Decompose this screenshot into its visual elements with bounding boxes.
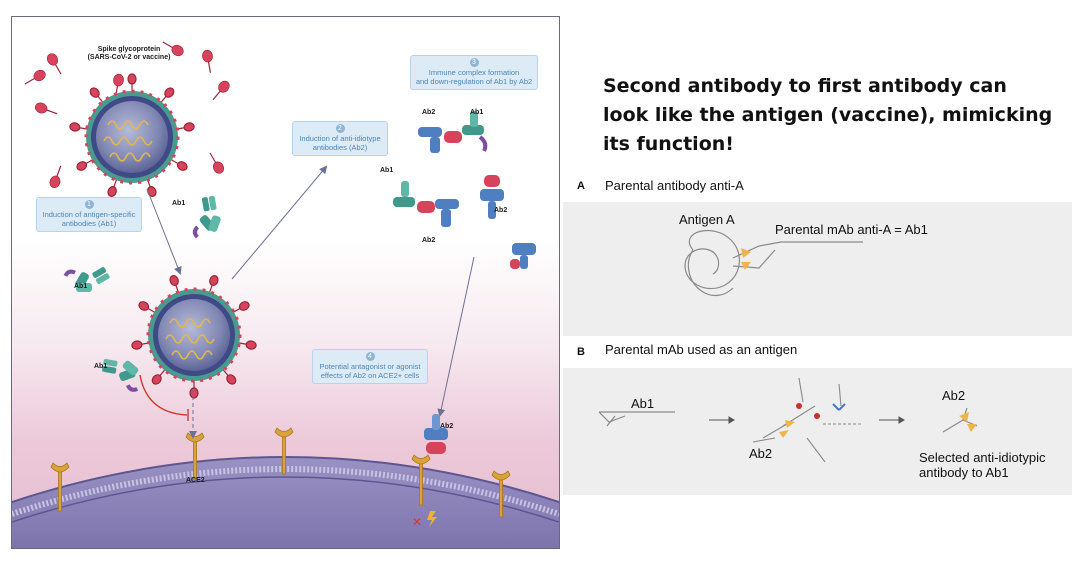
panel-b-title: Parental mAb used as an antigen [605,342,798,357]
immune-response-illustration: ✕ Spike glycoprotein (SARS-CoV-2 or vacc… [11,16,560,549]
spike-glycoprotein-label: Spike glycoprotein (SARS-CoV-2 or vaccin… [84,46,174,62]
selected-antibody-line2: antibody to Ab1 [919,465,1009,480]
antagonist-cross-icon: ✕ [412,515,422,529]
selected-antibody-line1: Selected anti-idiotypic [919,450,1046,465]
schematic-canvas [598,229,978,463]
panel-b-ab2-label-mix: Ab2 [749,446,773,461]
parental-mab-shape [732,241,863,270]
heading-line1: Second antibody to first antibody can [603,75,1007,97]
antigen-a-shape [684,229,740,297]
step-3-line2: and down-regulation of Ab1 by Ab2 [415,77,533,86]
spike-title-line1: Spike glycoprotein [97,46,161,53]
ab1-shape [598,411,675,427]
heading-line3: its function! [603,133,734,155]
ab1-antibodies [63,195,221,392]
step-4-box: 4 Potential antagonist or agonist effect… [312,349,428,384]
antigen-a-label: Antigen A [679,212,735,227]
step-4-line1: Potential antagonist or agonist [319,362,421,371]
panel-b-letter: B [577,346,585,358]
step-4-line2: effects of Ab2 on ACE2+ cells [320,371,420,380]
ab2-label-free: Ab2 [494,207,508,214]
immune-complexes [393,111,536,269]
immunization-markers [779,403,846,438]
illustration-canvas: ✕ [12,41,559,548]
panel-b-ab1-label: Ab1 [631,396,655,411]
paratope-icon [741,248,751,258]
ab1-label-left: Ab1 [74,283,88,290]
ab1-label-complex-1: Ab1 [470,109,484,116]
ab2-paratopes [959,412,977,432]
anti-idiotype-schematic: A Parental antibody anti-A Antigen A Par… [563,170,1072,495]
step-2-line2: antibodies (Ab2) [312,143,368,152]
ab1-label-complex-2: Ab1 [380,167,394,174]
heading-line2: look like the antigen (vaccine), mimicki… [603,104,1053,126]
step-1-number: 1 [84,200,94,209]
panel-a-title: Parental antibody anti-A [605,178,744,193]
ab2-label-receptor: Ab2 [440,423,454,430]
panel-b-header [563,336,1072,368]
step-1-box: 1 Induction of antigen-specific antibodi… [36,197,142,232]
step-2-number: 2 [335,124,345,133]
ab2-label-complex-2: Ab2 [422,237,436,244]
parental-mab-label: Parental mAb anti-A = Ab1 [775,222,928,237]
slide-heading: Second antibody to first antibody can lo… [603,72,1053,159]
panel-b-ab2-label-selected: Ab2 [942,388,966,403]
agonist-bolt-icon [427,511,437,527]
step-3-line1: Immune complex formation [428,68,520,77]
immunization-mix [752,377,863,463]
step-2-line1: Induction of anti-idiotype [299,134,381,143]
paratope-icon-2 [741,262,751,270]
spike-title-line2: (SARS-CoV-2 or vaccine) [87,54,171,61]
panel-a-letter: A [577,180,585,192]
flow-arrows [146,165,475,439]
step-3-number: 3 [469,58,479,67]
virus-particle-middle [131,275,257,399]
inhibition-arc [139,374,189,421]
ab2-on-ace2 [424,414,448,454]
step-1-line1: Induction of antigen-specific [42,210,136,219]
process-arrows [709,416,905,424]
step-4-number: 4 [365,352,375,361]
ab1-label-upper: Ab1 [172,200,186,207]
step-2-box: 2 Induction of anti-idiotype antibodies … [292,121,388,156]
free-spike-proteins [24,41,230,189]
effect-marks: ✕ [412,511,437,529]
panel-a-header [563,170,1072,202]
ace2-label: ACE2 [186,477,205,484]
step-3-box: 3 Immune complex formation and down-regu… [410,55,538,90]
ab1-label-bound: Ab1 [94,363,108,370]
step-1-line2: antibodies (Ab1) [61,219,117,228]
ab2-label-complex-1: Ab2 [422,109,436,116]
virus-particle-top [69,73,195,197]
